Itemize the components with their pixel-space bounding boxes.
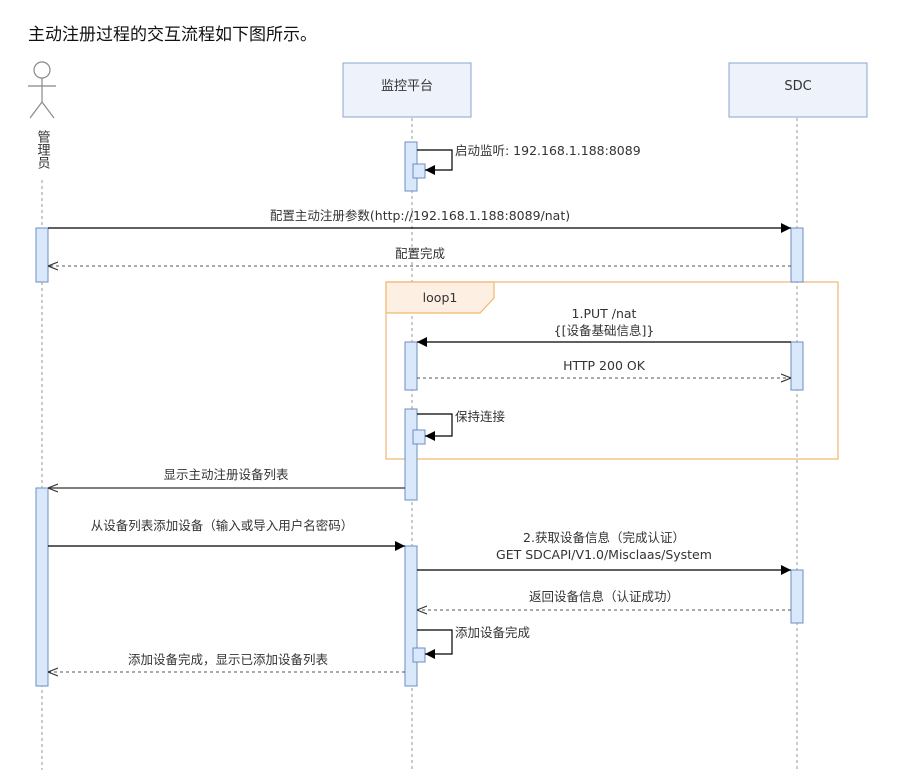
msg-return-info: 返回设备信息（认证成功） (529, 589, 679, 604)
msg-get-info-line2: GET SDCAPI/V1.0/Misclaas/System (496, 547, 712, 562)
activation-platform-3-nested (412, 429, 426, 445)
self-call-keep-arrow (417, 413, 453, 441)
activation-platform-1-nested (412, 163, 426, 179)
participant-sdc-label: SDC (784, 79, 811, 94)
activation-platform-4-nested (412, 647, 426, 663)
msg-put-nat-line2: {[设备基础信息]} (554, 323, 655, 338)
msg-config-done: 配置完成 (395, 246, 445, 261)
activation-admin-2 (35, 487, 49, 687)
msg-http-ok: HTTP 200 OK (563, 358, 646, 373)
msg-show-list: 显示主动注册设备列表 (163, 467, 289, 482)
msg-keep-conn: 保持连接 (455, 409, 506, 424)
activation-admin-1 (35, 227, 49, 283)
activation-platform-2 (404, 341, 418, 391)
actor-icon (28, 61, 56, 119)
msg-self-listen: 启动监听: 192.168.1.188:8089 (455, 143, 641, 158)
self-call-listen-arrow (417, 149, 453, 175)
msg-add-from-list: 从设备列表添加设备（输入或导入用户名密码） (91, 518, 354, 533)
activation-sdc-3 (790, 569, 804, 624)
self-call-add-done-arrow (417, 629, 453, 659)
activation-platform-4 (404, 545, 418, 687)
participant-platform-box (342, 62, 472, 118)
msg-add-done-self: 添加设备完成 (455, 625, 530, 640)
activation-platform-3 (404, 408, 418, 501)
msg-get-info-line1: 2.获取设备信息（完成认证） (523, 530, 685, 545)
msg-config-params: 配置主动注册参数(http://192.168.1.188:8089/nat) (270, 208, 570, 223)
loop-label: loop1 (423, 290, 458, 305)
intro-text: 主动注册过程的交互流程如下图所示。 (28, 25, 317, 45)
loop-tab (385, 281, 495, 314)
actor-admin-label: 管理员 (35, 130, 51, 169)
msg-put-nat-line1: 1.PUT /nat (572, 306, 637, 321)
msg-add-done-show: 添加设备完成，显示已添加设备列表 (128, 652, 329, 667)
participant-sdc-box (728, 62, 868, 118)
loop-frame (385, 281, 839, 460)
activation-sdc-2 (790, 341, 804, 391)
participant-platform-label: 监控平台 (381, 79, 433, 94)
activation-sdc-1 (790, 227, 804, 283)
